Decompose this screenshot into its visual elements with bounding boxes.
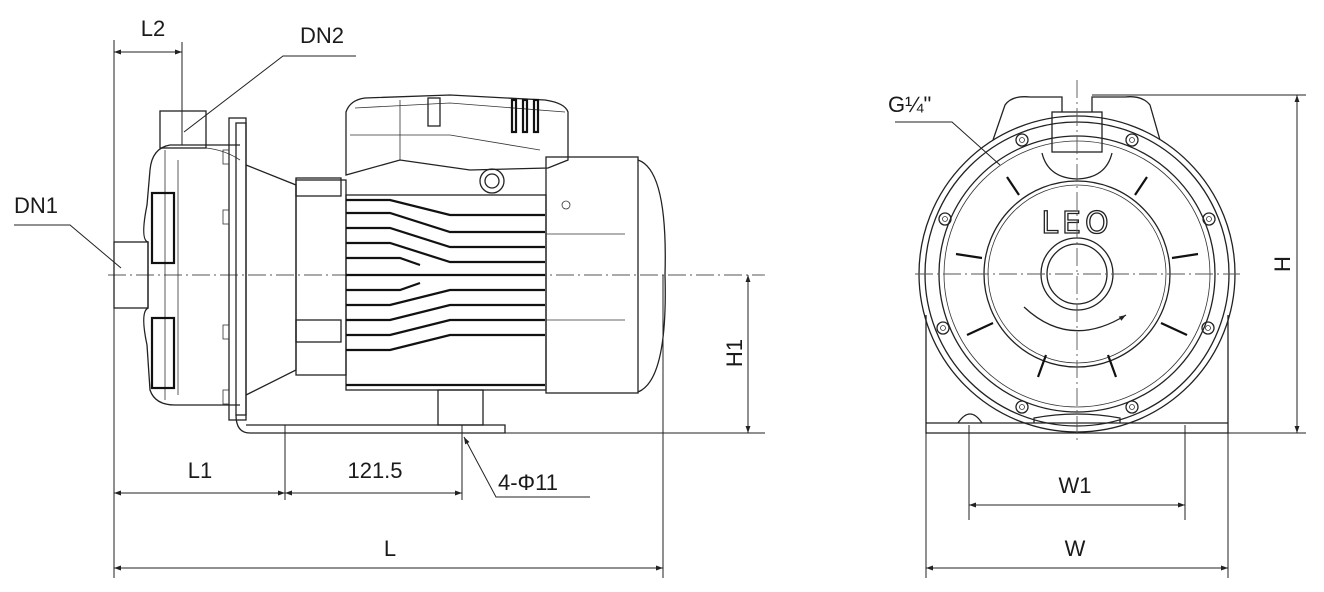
- dimension-w1: W1: [968, 425, 1186, 520]
- motor-foot: [437, 389, 484, 426]
- dimension-h: H: [1092, 94, 1306, 434]
- callout-g-plug: G¼": [888, 92, 1001, 166]
- bolts: [936, 133, 1216, 414]
- callout-mounting-holes: 4-Φ11: [463, 436, 590, 498]
- motor-body: [345, 194, 547, 426]
- pump-casing: [143, 110, 241, 406]
- label-l: L: [384, 536, 396, 561]
- dimension-l2: L2: [113, 16, 183, 578]
- leo-logo: LEO: [1041, 206, 1112, 241]
- side-view: L2 DN2 DN1 H1 L1 121.5 4-Φ11: [14, 16, 765, 578]
- callout-dn1: DN1: [14, 193, 122, 269]
- label-dn1: DN1: [14, 193, 58, 218]
- motor-end-cover: [545, 156, 666, 394]
- terminal-box: [345, 94, 569, 194]
- dimension-121-5: 121.5: [285, 425, 463, 500]
- label-h1: H1: [722, 339, 747, 367]
- label-h: H: [1270, 256, 1295, 272]
- label-121-5: 121.5: [347, 458, 402, 483]
- flange-plate: [222, 117, 506, 434]
- label-l2: L2: [141, 16, 165, 41]
- dimension-l1: L1: [114, 425, 286, 500]
- label-l1: L1: [188, 458, 212, 483]
- rotation-arrow-icon: [1023, 306, 1127, 332]
- motor-adapter: [245, 164, 347, 396]
- dimension-l: L: [114, 275, 664, 578]
- dimension-w: W: [925, 433, 1229, 578]
- label-w1: W1: [1059, 473, 1092, 498]
- label-w: W: [1065, 536, 1086, 561]
- front-view: LEO G¼" H W1 W: [888, 80, 1306, 578]
- label-g-quarter: G¼": [888, 92, 931, 117]
- label-4-holes: 4-Φ11: [498, 470, 558, 495]
- callout-dn2: DN2: [183, 23, 356, 133]
- cable-gland: [479, 168, 505, 194]
- dimension-h1: H1: [505, 275, 765, 434]
- label-dn2: DN2: [300, 23, 344, 48]
